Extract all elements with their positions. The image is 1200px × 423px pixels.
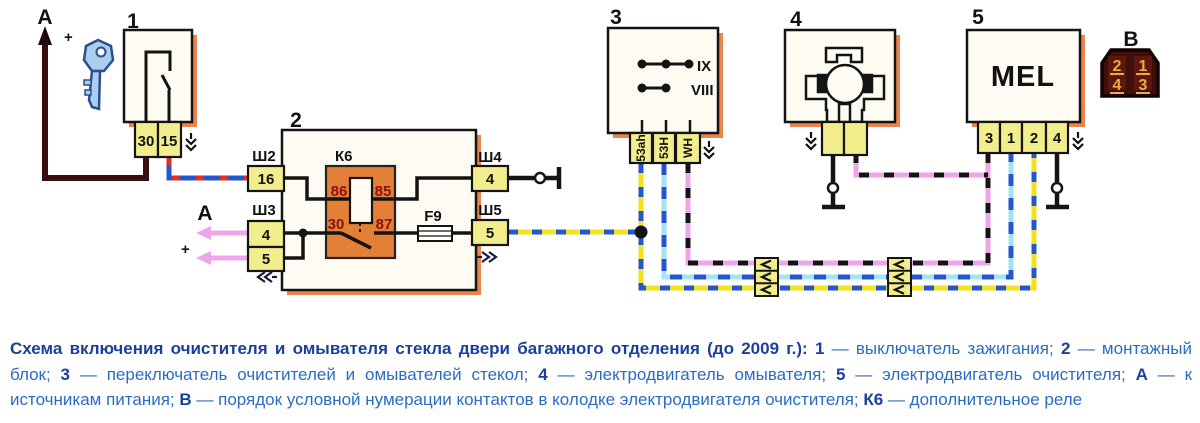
relay-pin-85: 85 (375, 183, 392, 200)
wiper-motor-name: MEL (991, 61, 1055, 93)
marker-a-left: А (197, 202, 212, 225)
wiper-switch-box (606, 26, 720, 135)
sh3-pin-5: 5 (262, 251, 270, 268)
washer-ground-eyelet (826, 181, 840, 195)
b-pin-1: 1 (1139, 58, 1148, 75)
comp4-label: 4 (790, 8, 802, 31)
relay-pin-86: 86 (331, 183, 348, 200)
motor-pin-3: 3 (985, 130, 993, 147)
motor-pin-4: 4 (1053, 130, 1062, 147)
harness-connector-1 (754, 257, 779, 297)
connector-b-pinout: 2 1 4 3 (1100, 48, 1160, 98)
wire-ignition-feed (42, 44, 149, 181)
wire-15-to-sh2 (166, 157, 250, 181)
washer-motor-symbol (804, 46, 886, 124)
pin-53ah: 53ah (634, 134, 648, 161)
sh4-pin-4: 4 (486, 171, 495, 188)
junction-dot-block (298, 228, 308, 238)
wiring-diagram: 30 15 16 4 5 4 5 IX VIII 53ah 53H W (37, 6, 1160, 297)
plus-left: + (181, 241, 190, 258)
comp5-label: 5 (972, 6, 984, 29)
continuation-symbol-washer (804, 130, 818, 151)
wires-sh3-feed (208, 230, 250, 261)
wiper-motor-box (965, 28, 1082, 124)
wire-15-to-sh2-dash (166, 157, 250, 181)
harness-connector-2 (887, 257, 912, 297)
sh5-label: Ш5 (478, 202, 501, 219)
sh2-pin-16: 16 (258, 171, 275, 188)
ignition-terminals: 30 15 (133, 120, 183, 159)
block-internal-wires (284, 176, 473, 260)
sh4-connector: 4 (470, 164, 510, 193)
pin-53h: 53H (657, 137, 671, 159)
motor-pin-2: 2 (1030, 130, 1038, 147)
wiper-switch-terminals: 53ah 53H WH (628, 131, 702, 165)
pin-wh: WH (681, 138, 695, 158)
relay-k6-label: К6 (335, 148, 353, 165)
plus-top: + (64, 29, 73, 46)
b-pin-2: 2 (1113, 58, 1122, 75)
comp3-label: 3 (610, 6, 622, 29)
sh2-connector: 16 (246, 164, 286, 193)
caption-title: Схема включения очистителя и омывателя с… (10, 339, 815, 358)
comp2-label: 2 (290, 109, 302, 132)
relay-pin-30: 30 (328, 216, 345, 233)
wire-53ah-yellow-dash (638, 153, 1037, 291)
fuse-f9-lines (418, 230, 452, 237)
wiper-motor-terminals: 3 1 2 4 (976, 120, 1070, 155)
wire-53h-cyan (661, 153, 1014, 280)
motor-pin-1: 1 (1007, 130, 1015, 147)
continuation-symbol-ignition (184, 131, 198, 152)
connector-b-label: В (1123, 28, 1138, 51)
sh5-connector: 5 (470, 218, 510, 247)
continuation-symbol-switch (702, 139, 716, 160)
pin-15: 15 (161, 133, 178, 150)
sh3-connector: 4 5 (246, 219, 286, 273)
continuation-symbol-sh3-left (256, 271, 277, 283)
sh3-label: Ш3 (252, 202, 275, 219)
ignition-switch-box (122, 28, 194, 124)
sh3-pin-4: 4 (262, 227, 271, 244)
caption: Схема включения очистителя и омывателя с… (10, 339, 1193, 409)
wire-53h-cyan-dash (661, 153, 1014, 280)
switch-pos-ix: IX (697, 58, 711, 75)
sh5-pin-5: 5 (486, 225, 494, 242)
wiper-switch-internals: IX VIII (637, 58, 714, 133)
ignition-contact-symbol (144, 50, 172, 122)
continuation-symbol-sh5-right (477, 251, 498, 263)
sh3-feed-arrow-bottom (196, 251, 211, 265)
b-pin-3: 3 (1139, 77, 1148, 94)
wire-wh-pink (685, 153, 991, 266)
sh4-label: Ш4 (478, 149, 502, 166)
marker-a-top: А (37, 6, 52, 29)
switch-pos-viii: VIII (691, 82, 714, 99)
fuse-f9-label: F9 (424, 208, 442, 225)
feed-arrowhead (38, 26, 52, 45)
junction-dot-53ah (634, 225, 648, 239)
relay-pin-87: 87 (376, 216, 393, 233)
sh4-ground-eyelet (533, 171, 547, 185)
sh3-feed-arrow-top (196, 226, 211, 240)
pin-30: 30 (138, 133, 155, 150)
sh2-label: Ш2 (252, 148, 275, 165)
relay-armature (348, 176, 374, 225)
continuation-symbol-wiper (1071, 130, 1085, 151)
fuse-f9-body (417, 225, 453, 242)
b-pin-4: 4 (1113, 77, 1122, 94)
wiper-ground-eyelet (1050, 181, 1064, 195)
key-icon (82, 38, 115, 111)
washer-motor-terminals (820, 120, 869, 157)
comp1-label: 1 (127, 10, 139, 33)
